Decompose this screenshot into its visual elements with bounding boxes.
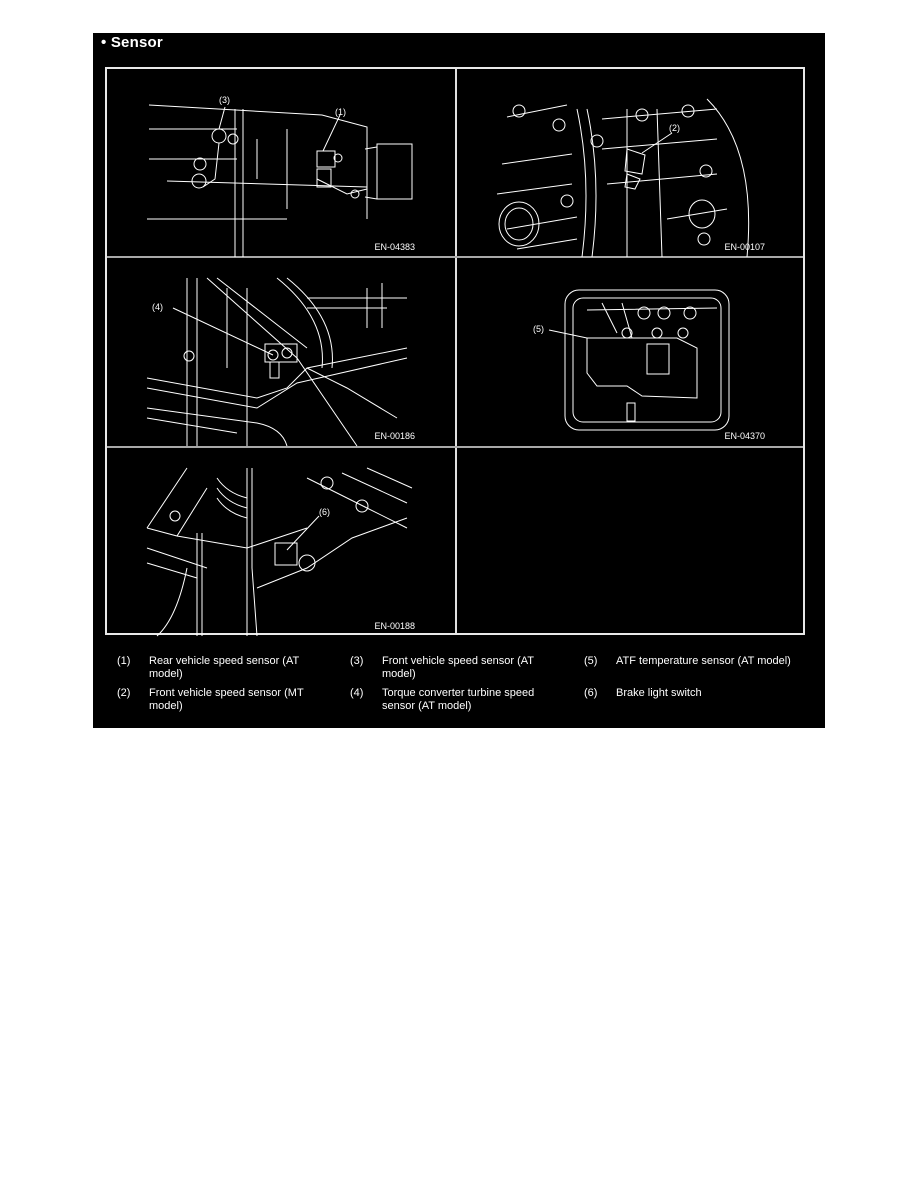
section-title-text: Sensor bbox=[110, 34, 163, 51]
bullet: • bbox=[101, 34, 107, 51]
grid-divider-vertical bbox=[455, 69, 457, 633]
figure-en-00188: (6) EN-00188 bbox=[107, 448, 455, 637]
svg-text:(1): (1) bbox=[335, 107, 346, 117]
figure-en-00186: (4) EN-00186 bbox=[107, 258, 455, 447]
svg-text:(6): (6) bbox=[319, 507, 330, 517]
figure-en-04370: (5) EN-04370 bbox=[457, 258, 805, 447]
legend-item: (1) Rear vehicle speed sensor (AT model) bbox=[117, 655, 299, 680]
section-title: • Sensor bbox=[101, 34, 163, 51]
legend-item: (3) Front vehicle speed sensor (AT model… bbox=[350, 655, 534, 680]
figure-grid: (3) (1) EN-04383 bbox=[105, 67, 805, 637]
grid-divider-row2 bbox=[107, 446, 803, 448]
figure-en-04383: (3) (1) EN-04383 bbox=[107, 69, 455, 258]
svg-text:(3): (3) bbox=[219, 95, 230, 105]
sensor-section: • Sensor (3) ( bbox=[93, 33, 825, 728]
figure-id: EN-04370 bbox=[724, 431, 765, 441]
grid-divider-row1 bbox=[107, 256, 803, 258]
svg-text:(4): (4) bbox=[152, 302, 163, 312]
svg-text:(2): (2) bbox=[669, 123, 680, 133]
valve-body-illustration: (5) bbox=[533, 289, 730, 431]
legend-item: (2) Front vehicle speed sensor (MT model… bbox=[117, 687, 304, 712]
figure-id: EN-00107 bbox=[724, 242, 765, 252]
legend-item: (4) Torque converter turbine speed senso… bbox=[350, 687, 535, 712]
mt-transmission-illustration: (2) bbox=[496, 98, 750, 258]
svg-text:(5): (5) bbox=[533, 324, 544, 334]
empty-cell bbox=[457, 448, 805, 637]
legend-item: (6) Brake light switch bbox=[584, 687, 702, 699]
figure-id: EN-00186 bbox=[374, 431, 415, 441]
legend-item: (5) ATF temperature sensor (AT model) bbox=[584, 655, 791, 667]
brake-light-switch-illustration: (6) bbox=[146, 467, 413, 637]
figure-id: EN-04383 bbox=[374, 242, 415, 252]
figure-en-00107: (2) EN-00107 bbox=[457, 69, 805, 258]
transmission-rear-illustration: (3) (1) bbox=[147, 95, 413, 257]
torque-converter-area-illustration: (4) bbox=[146, 277, 408, 447]
figure-id: EN-00188 bbox=[374, 621, 415, 631]
